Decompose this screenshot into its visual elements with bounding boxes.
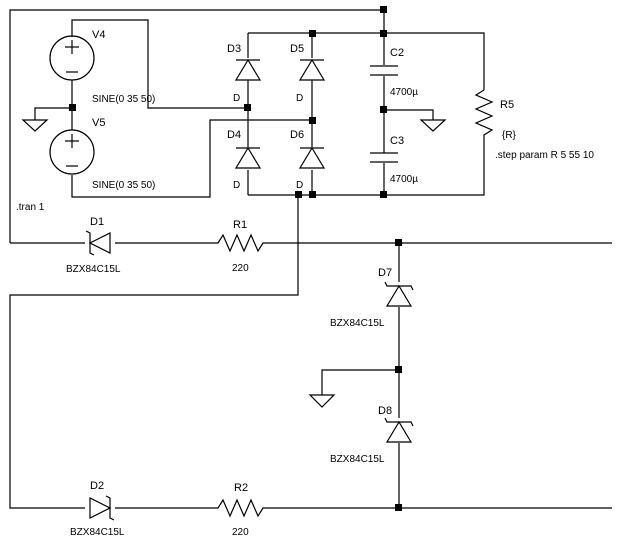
junction <box>395 504 402 511</box>
zener-cathode-bar <box>384 281 414 291</box>
capacitor-c2-value: 4700µ <box>390 87 418 98</box>
junction <box>380 191 387 198</box>
junction <box>395 366 402 373</box>
capacitor-c3-name: C3 <box>390 135 404 147</box>
resistor-r2: R2 220 <box>212 482 270 538</box>
diode-d3-value: D <box>233 93 240 104</box>
junction <box>380 106 387 113</box>
resistor-r5-value: {R} <box>502 130 517 141</box>
wire-v5-bottom <box>71 119 312 198</box>
zener-cathode-bar <box>85 230 95 256</box>
directive-step: .step param R 5 55 10 <box>495 150 594 161</box>
wire-zener-ground <box>321 369 399 395</box>
resistor-r2-name: R2 <box>234 482 248 494</box>
zener-d8: D8 BZX84C15L <box>330 405 414 465</box>
zener-d7-value: BZX84C15L <box>330 318 385 329</box>
directive-tran: .tran 1 <box>16 202 45 213</box>
junction <box>309 117 316 124</box>
diode-icon <box>298 146 326 169</box>
diode-d6: D6 D <box>290 129 326 191</box>
resistor-r5: R5 {R} <box>474 89 517 141</box>
diode-icon <box>234 146 262 169</box>
wire-top-rail <box>9 9 385 243</box>
source-v5-symbol <box>49 129 95 175</box>
diode-d5-name: D5 <box>290 43 304 55</box>
zener-diode-icon <box>385 284 413 307</box>
junction <box>244 104 251 111</box>
zener-d1-value: BZX84C15L <box>66 264 121 275</box>
zener-d2-name: D2 <box>90 480 104 492</box>
resistor-r1-name: R1 <box>233 219 247 231</box>
source-v5-name: V5 <box>92 117 105 129</box>
junction <box>69 104 76 111</box>
resistor-r1-value: 220 <box>232 263 249 274</box>
source-v4-name: V4 <box>92 29 105 41</box>
diode-d3: D3 D <box>227 43 262 104</box>
junction <box>309 30 316 37</box>
junction <box>380 30 387 37</box>
zener-d7: D7 BZX84C15L <box>330 267 414 329</box>
capacitor-c2: C2 4700µ <box>370 47 418 98</box>
diode-d5: D5 D <box>290 43 326 104</box>
junctions <box>69 6 402 511</box>
source-v5: V5 SINE(0 35 50) <box>49 117 155 191</box>
diode-d4-value: D <box>233 180 240 191</box>
diode-d5-value: D <box>296 93 303 104</box>
capacitor-c3: C3 4700µ <box>370 135 418 185</box>
wire-center-ground <box>34 107 72 120</box>
resistor-icon <box>474 89 494 140</box>
source-v4-value: SINE(0 35 50) <box>92 94 155 105</box>
source-v4: V4 SINE(0 35 50) <box>49 29 155 105</box>
source-v5-value: SINE(0 35 50) <box>92 180 155 191</box>
zener-cathode-bar <box>384 417 414 427</box>
junction <box>395 239 402 246</box>
zener-d1: D1 BZX84C15L <box>66 216 121 275</box>
diode-d6-value: D <box>296 180 303 191</box>
zener-d8-value: BZX84C15L <box>330 454 385 465</box>
diode-d6-name: D6 <box>290 129 304 141</box>
ground-icon <box>419 119 447 132</box>
resistor-r1: R1 220 <box>212 219 270 274</box>
ground-icon <box>21 119 49 132</box>
wire-r5-bottom <box>248 140 485 196</box>
zener-d8-name: D8 <box>378 405 392 417</box>
wire-cap-ground <box>384 109 434 120</box>
zener-diode-icon <box>88 232 111 254</box>
zener-d2: D2 BZX84C15L <box>70 480 125 538</box>
diode-icon <box>298 58 326 81</box>
junction <box>380 6 387 13</box>
resistor-icon <box>212 233 270 253</box>
zener-cathode-bar <box>105 495 115 521</box>
ground-icon <box>308 394 336 408</box>
zener-diode-icon <box>89 497 112 519</box>
junction <box>295 191 302 198</box>
diode-d4: D4 D <box>227 129 262 191</box>
resistor-r2-value: 220 <box>232 527 249 538</box>
zener-d7-name: D7 <box>378 267 392 279</box>
wire-bottom-rail <box>9 195 299 509</box>
junction <box>309 191 316 198</box>
diode-d4-name: D4 <box>227 129 241 141</box>
zener-d2-value: BZX84C15L <box>70 527 125 538</box>
resistor-r5-name: R5 <box>500 99 514 111</box>
diode-icon <box>234 58 262 81</box>
diode-d3-name: D3 <box>227 43 241 55</box>
wire-v4-top <box>71 19 248 109</box>
wires <box>9 9 612 509</box>
resistor-icon <box>212 498 270 518</box>
capacitor-c2-name: C2 <box>390 47 404 59</box>
zener-diode-icon <box>385 420 413 443</box>
wire-r5-top <box>384 32 485 90</box>
source-v4-symbol <box>49 35 95 81</box>
capacitor-c3-value: 4700µ <box>390 174 418 185</box>
zener-d1-name: D1 <box>90 216 104 228</box>
